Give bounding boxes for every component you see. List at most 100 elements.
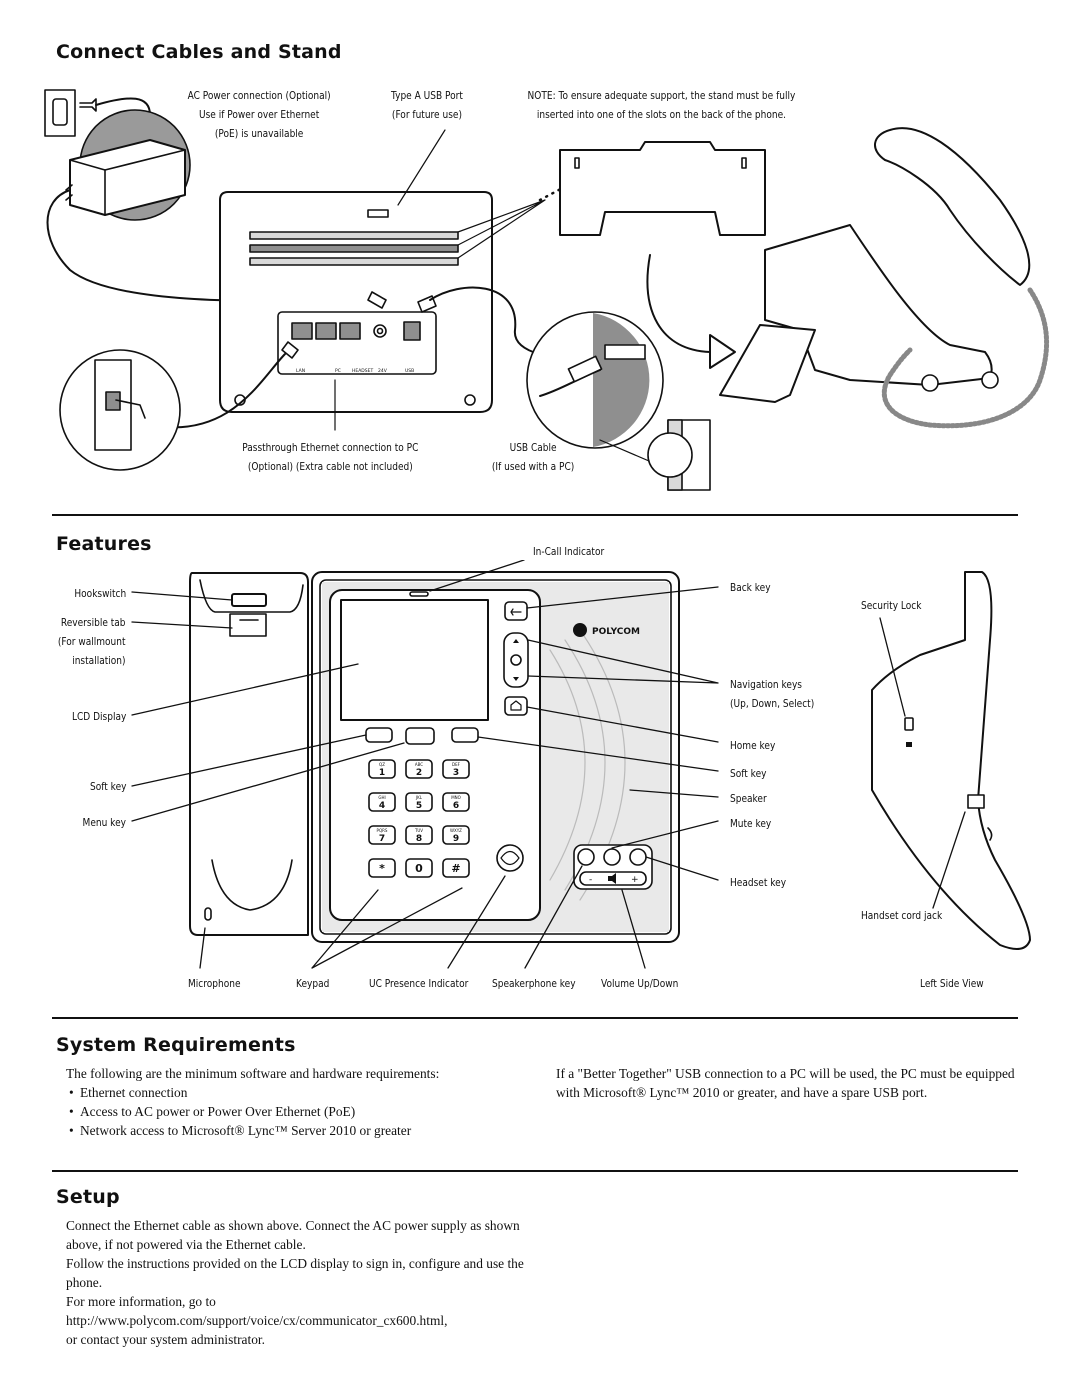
- list-item: Network access to Microsoft® Lync™ Serve…: [66, 1121, 536, 1140]
- key-number: 5: [416, 801, 422, 811]
- leader-lines: [131, 560, 966, 969]
- speaker-label: Speaker: [730, 792, 767, 805]
- keypad-label: Keypad: [296, 977, 330, 990]
- left-side-view: [871, 571, 1031, 950]
- phone-back: [219, 191, 493, 413]
- power-adapter: [65, 139, 186, 216]
- key-number: #: [451, 862, 460, 875]
- ac-power-label: AC Power connection (Optional)Use if Pow…: [187, 89, 331, 140]
- handset-cord: [881, 287, 1050, 429]
- key-letters: WXYZ: [450, 828, 462, 833]
- port-label-24v: 24V: [378, 368, 388, 374]
- port-label-pc: PC: [335, 368, 341, 374]
- navigation-keys[interactable]: [503, 632, 529, 688]
- soft-key-left[interactable]: [365, 727, 393, 743]
- requirements-section-title: System Requirements: [56, 1034, 296, 1056]
- key-letters: MNO: [451, 795, 461, 800]
- key-number: 1: [379, 768, 385, 778]
- power-plug: [367, 291, 387, 309]
- key-number: 8: [416, 834, 422, 844]
- list-item: Access to AC power or Power Over Etherne…: [66, 1102, 536, 1121]
- home-key-label: Home key: [730, 739, 776, 752]
- volume-down-label: -: [589, 875, 592, 885]
- menu-key[interactable]: [405, 727, 435, 745]
- setup-paragraph: For more information, go to: [66, 1294, 216, 1309]
- uc-presence-label: UC Presence Indicator: [369, 977, 469, 990]
- divider: [52, 1170, 1018, 1172]
- key-letters: JKL: [415, 795, 423, 800]
- lan-plug: [281, 341, 299, 359]
- setup-paragraph: Follow the instructions provided on the …: [66, 1256, 524, 1290]
- port-label-usb: USB: [405, 368, 414, 374]
- svg-text:POLYCOM: POLYCOM: [592, 627, 640, 637]
- key-number: 9: [453, 834, 459, 844]
- lcd-display: [340, 599, 489, 721]
- requirements-list: Ethernet connection Access to AC power o…: [66, 1083, 536, 1140]
- navigation-keys-label: Navigation keys(Up, Down, Select): [730, 678, 815, 710]
- stand-note: NOTE: To ensure adequate support, the st…: [527, 89, 796, 121]
- volume-icon: [608, 873, 616, 884]
- passthrough-label: Passthrough Ethernet connection to PC(Op…: [242, 441, 419, 473]
- wall-outlet-power: [44, 89, 97, 137]
- in-call-indicator: [409, 591, 429, 597]
- mute-key[interactable]: [603, 848, 621, 866]
- speakerphone-key[interactable]: [577, 848, 595, 866]
- insert-arrow: [646, 254, 711, 353]
- phone-side-stand: [719, 224, 999, 403]
- back-key-label: Back key: [730, 581, 771, 594]
- usb-cable-label: USB Cable(If used with a PC): [491, 441, 575, 473]
- support-url[interactable]: http://www.polycom.com/support/voice/cx/…: [66, 1313, 448, 1328]
- key-letters: PQRS: [377, 828, 388, 833]
- wall-ethernet-jack: [94, 359, 146, 451]
- key-number: 3: [453, 768, 459, 778]
- list-item: Ethernet connection: [66, 1083, 536, 1102]
- left-side-view-label: Left Side View: [920, 977, 984, 990]
- menu-key-label: Menu key: [82, 816, 126, 829]
- key-letters: QZ: [379, 762, 385, 767]
- key-letters: TUV: [414, 828, 423, 833]
- key-number: 0: [415, 862, 423, 875]
- microphone-label: Microphone: [188, 977, 241, 990]
- volume-label: Volume Up/Down: [601, 977, 679, 990]
- speakerphone-key-label: Speakerphone key: [492, 977, 576, 990]
- divider: [52, 514, 1018, 516]
- soft-key-right[interactable]: [451, 727, 479, 743]
- lcd-display-label: LCD Display: [71, 710, 126, 723]
- setup-text: Connect the Ethernet cable as shown abov…: [66, 1216, 536, 1349]
- key-letters: GHI: [378, 795, 385, 800]
- handset-cradle: [189, 572, 309, 936]
- requirements-intro: The following are the minimum software a…: [66, 1066, 440, 1081]
- keypad-key-#[interactable]: #: [442, 858, 470, 878]
- key-letters: ABC: [415, 762, 423, 767]
- key-letters: DEF: [452, 762, 461, 767]
- key-number: 6: [453, 801, 459, 811]
- key-number: 2: [416, 768, 422, 778]
- keypad-key-*[interactable]: *: [368, 858, 396, 878]
- keypad-key-0[interactable]: 0: [405, 858, 433, 878]
- port-label-lan: LAN: [296, 368, 305, 374]
- keypad-key-1[interactable]: 1QZ: [368, 759, 396, 779]
- connect-diagram: LAN PC HEADSET 24V USB: [44, 89, 1050, 491]
- setup-section-title: Setup: [56, 1186, 120, 1208]
- usb-port-label: Type A USB Port(For future use): [390, 89, 463, 121]
- port-label-headset: HEADSET: [352, 368, 373, 374]
- features-section-title: Features: [56, 533, 152, 555]
- headset-key[interactable]: [629, 848, 647, 866]
- back-key[interactable]: [504, 601, 528, 621]
- setup-paragraph: Connect the Ethernet cable as shown abov…: [66, 1218, 520, 1252]
- divider: [52, 1017, 1018, 1019]
- home-key[interactable]: [504, 696, 528, 716]
- handset-cord-jack-label: Handset cord jack: [861, 909, 943, 922]
- key-number: 4: [379, 801, 385, 811]
